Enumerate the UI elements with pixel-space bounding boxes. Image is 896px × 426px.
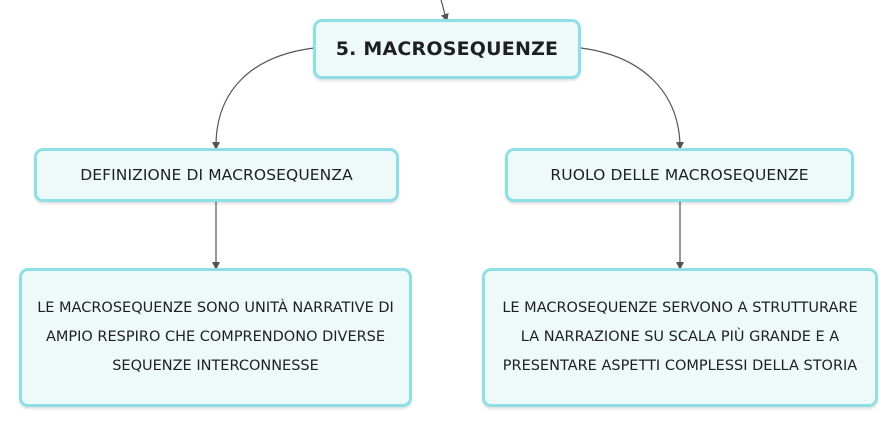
connector-title-to-role — [580, 47, 684, 150]
definition-topic-label: DEFINIZIONE DI MACROSEQUENZA — [80, 166, 353, 184]
definition-detail-text: LE MACROSEQUENZE SONO UNITÀ NARRATIVE DI… — [37, 300, 394, 374]
definition-detail-node[interactable]: LE MACROSEQUENZE SONO UNITÀ NARRATIVE DI… — [19, 268, 412, 407]
role-detail-text: LE MACROSEQUENZE SERVONO A STRUTTURARE L… — [502, 300, 858, 374]
definition-topic-node[interactable]: DEFINIZIONE DI MACROSEQUENZA — [34, 148, 399, 202]
central-topic-label: 5. MACROSEQUENZE — [335, 38, 559, 60]
role-topic-label: RUOLO DELLE MACROSEQUENZE — [550, 166, 809, 184]
role-topic-node[interactable]: RUOLO DELLE MACROSEQUENZE — [505, 148, 854, 202]
connector-title-to-definition — [212, 47, 315, 150]
role-detail-node[interactable]: LE MACROSEQUENZE SERVONO A STRUTTURARE L… — [482, 268, 878, 407]
incoming-connector — [440, 0, 449, 22]
central-topic-node[interactable]: 5. MACROSEQUENZE — [313, 19, 581, 79]
